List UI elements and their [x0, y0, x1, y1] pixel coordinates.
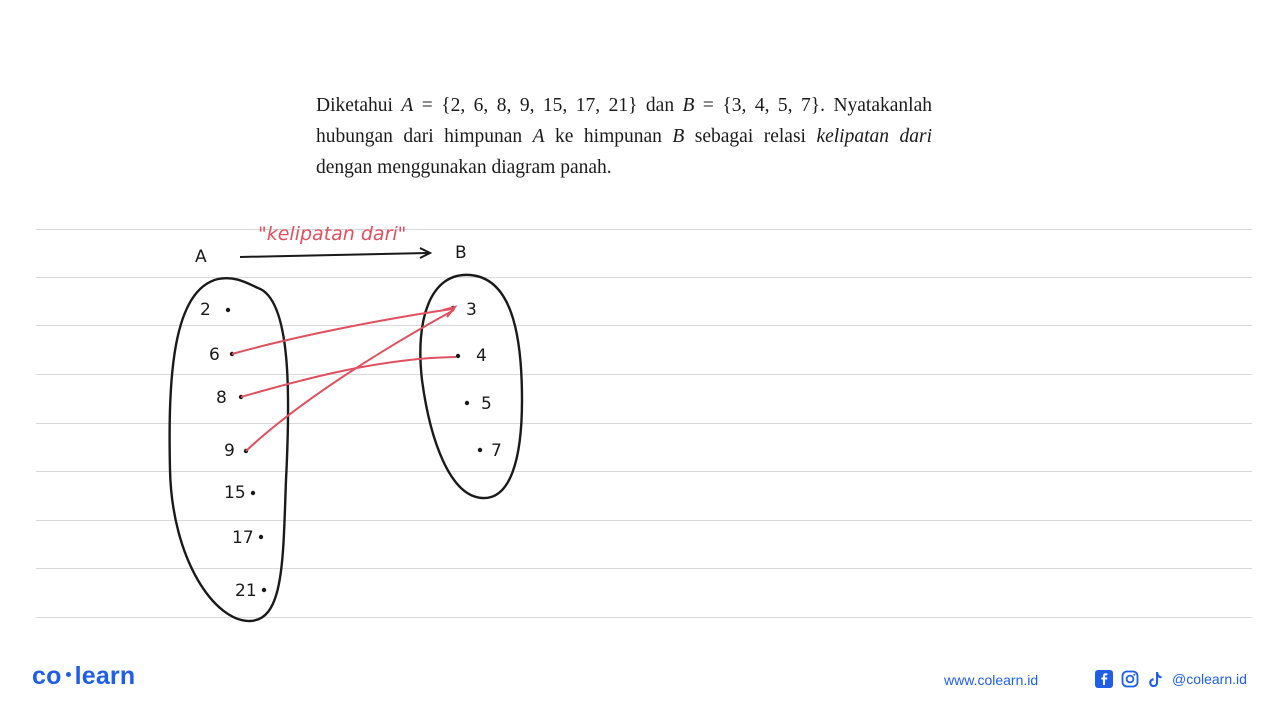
- ruled-line: [36, 520, 1252, 521]
- tiktok-icon[interactable]: [1146, 669, 1166, 689]
- set-b-element: 3: [466, 300, 477, 320]
- logo-right-text: learn: [74, 662, 136, 690]
- relation-arrows: [231, 305, 458, 452]
- problem-mid2: sebagai relasi: [684, 126, 817, 147]
- ruled-line: [36, 374, 1252, 375]
- set-a-element: 21: [235, 581, 257, 601]
- set-b-dot: [477, 447, 483, 453]
- set-a-ellipse: [168, 277, 290, 623]
- website-link[interactable]: www.colearn.id: [944, 672, 1039, 688]
- social-handle[interactable]: @colearn.id: [1172, 671, 1247, 687]
- set-a-element: 17: [232, 528, 254, 548]
- set-a-reference: A: [532, 126, 545, 147]
- set-b-dot: [464, 400, 470, 406]
- set-b-element: 5: [481, 394, 492, 414]
- set-b-element: 4: [476, 346, 487, 366]
- relation-name: kelipatan dari: [816, 126, 932, 147]
- set-a-label: A: [195, 247, 207, 267]
- problem-mid: ke himpunan: [544, 126, 673, 147]
- instagram-icon[interactable]: [1120, 669, 1140, 689]
- relation-arrow-9-to-3: [245, 309, 455, 452]
- ruled-line: [36, 229, 1252, 230]
- relation-direction-arrowhead: [419, 247, 433, 259]
- problem-outro: dengan menggunakan diagram panah.: [316, 157, 612, 178]
- set-a-symbol: A: [401, 95, 414, 116]
- problem-statement: Diketahui A = {2, 6, 8, 9, 15, 17, 21} d…: [316, 90, 932, 183]
- social-links: @colearn.id: [1094, 669, 1247, 689]
- ruled-line: [36, 617, 1252, 618]
- facebook-icon[interactable]: [1094, 669, 1114, 689]
- set-a-dot: [250, 490, 256, 496]
- set-a-element: 2: [200, 300, 211, 320]
- ruled-line: [36, 423, 1252, 424]
- problem-intro: Diketahui: [316, 95, 402, 116]
- ruled-line: [36, 471, 1252, 472]
- ruled-line: [36, 325, 1252, 326]
- set-b-element: 7: [491, 441, 502, 461]
- logo-dot: [65, 672, 71, 678]
- set-a-element: 8: [216, 388, 227, 408]
- relation-direction-line: [239, 252, 429, 258]
- set-a-element: 9: [224, 441, 235, 461]
- ruled-line: [36, 277, 1252, 278]
- set-a-dot: [258, 534, 264, 540]
- set-a-elements: 2 6 8 9 15 17 21: [200, 300, 267, 601]
- relation-arrowhead: [442, 305, 458, 318]
- set-b-definition: = {3, 4, 5, 7}. Nyatakanlah hubungan dar…: [316, 95, 932, 147]
- set-b-elements: 3 4 5 7: [450, 300, 502, 461]
- set-b-symbol: B: [682, 95, 695, 116]
- set-a-dot: [225, 307, 231, 313]
- set-a-definition: = {2, 6, 8, 9, 15, 17, 21} dan: [413, 95, 683, 116]
- set-a-element: 6: [209, 345, 220, 365]
- set-a-element: 15: [224, 483, 246, 503]
- set-b-reference: B: [672, 126, 685, 147]
- set-a-dot: [261, 587, 267, 593]
- ruled-line: [36, 568, 1252, 569]
- logo-left-text: co: [32, 662, 62, 690]
- set-b-dot: [455, 353, 461, 359]
- relation-arrow-6-to-3: [231, 308, 453, 355]
- relation-arrow-8-to-4: [240, 356, 457, 398]
- set-b-label: B: [455, 243, 467, 263]
- relation-label: "kelipatan dari": [258, 223, 406, 245]
